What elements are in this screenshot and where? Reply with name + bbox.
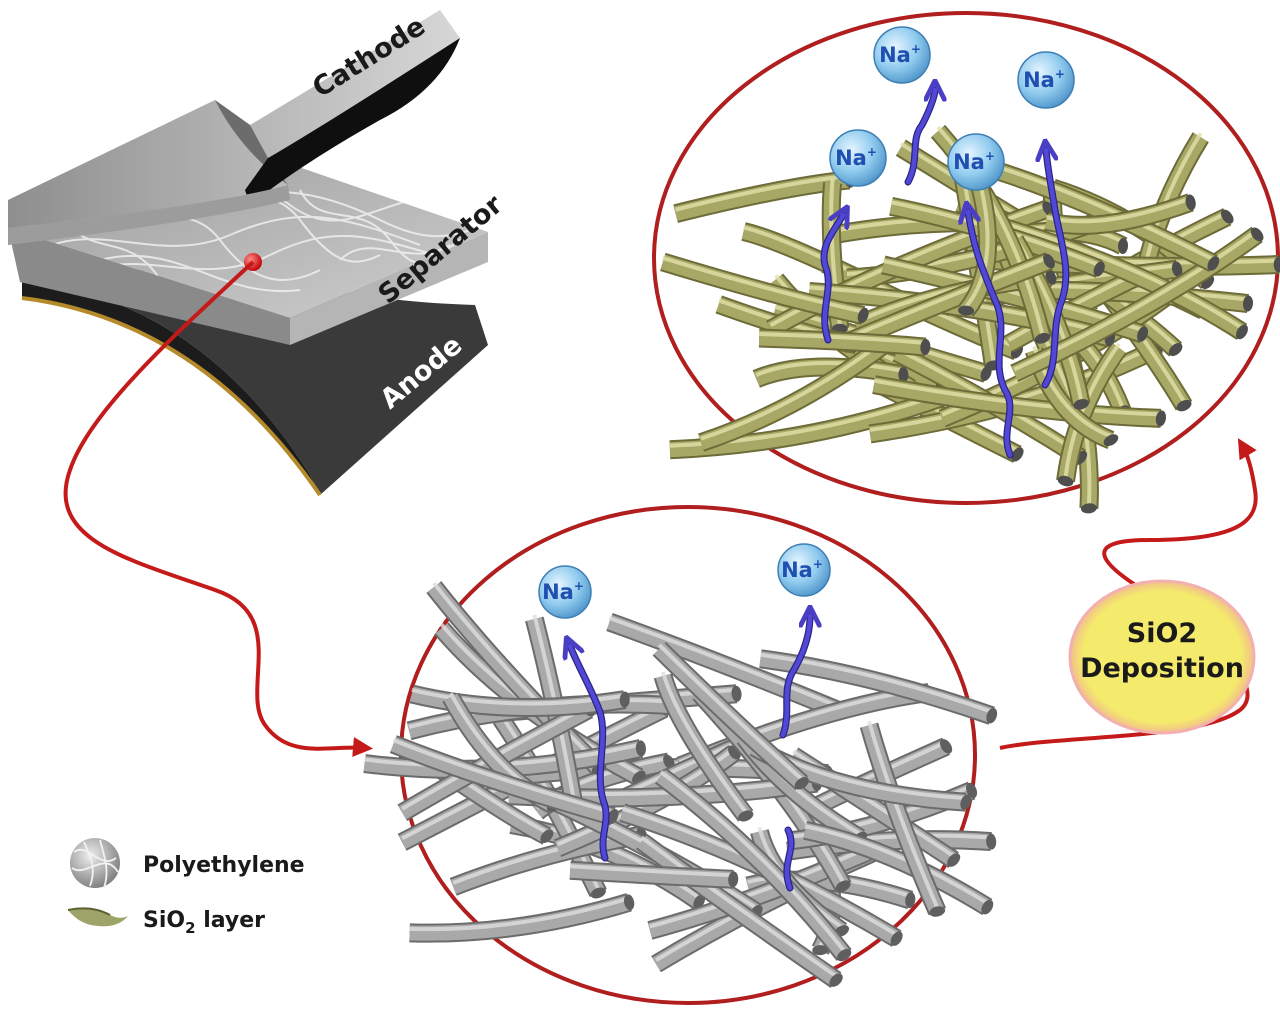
na-ion-label: Na+ bbox=[781, 557, 823, 582]
ion-path bbox=[1045, 150, 1069, 388]
fiber bbox=[872, 375, 1167, 428]
ion-path bbox=[968, 212, 1013, 458]
fiber bbox=[653, 671, 754, 822]
fiber bbox=[759, 649, 998, 725]
connector-to-pe-view bbox=[63, 260, 373, 757]
ion-path bbox=[780, 616, 810, 891]
pe-ions: Na+ Na+ bbox=[538, 543, 831, 619]
fiber bbox=[1056, 342, 1127, 487]
ion-path bbox=[821, 215, 843, 343]
na-ion: Na+ bbox=[538, 565, 592, 619]
cathode-front-edge bbox=[8, 185, 290, 245]
fiber bbox=[426, 581, 607, 776]
fiber bbox=[752, 357, 909, 388]
badge-line-2: Deposition bbox=[1080, 653, 1244, 684]
badge-line-1: SiO2 bbox=[1127, 618, 1197, 649]
sio2-layer-icon bbox=[67, 907, 128, 927]
anode-gold-edge bbox=[21, 296, 322, 497]
cathode-dark-edge bbox=[245, 38, 460, 205]
na-ion: Na+ bbox=[829, 129, 887, 187]
polyethylene-icon bbox=[70, 838, 120, 889]
fiber bbox=[389, 735, 619, 826]
na-ion-label: Na+ bbox=[835, 145, 877, 170]
na-ion: Na+ bbox=[947, 133, 1005, 191]
pe-ion-paths bbox=[570, 616, 810, 892]
coated-zoom-view: Na+ Na+ Na+ Na+ bbox=[652, 11, 1280, 514]
anode-layer bbox=[22, 260, 488, 495]
na-ion: Na+ bbox=[873, 26, 931, 84]
fiber bbox=[652, 642, 809, 791]
fiber bbox=[655, 768, 852, 962]
na-ion: Na+ bbox=[1017, 51, 1075, 109]
na-ion-label: Na+ bbox=[542, 579, 584, 604]
legend: Polyethylene SiO2 layer bbox=[67, 838, 305, 937]
legend-polyethylene-label: Polyethylene bbox=[143, 853, 305, 878]
separator-side bbox=[290, 232, 488, 345]
ion-path bbox=[570, 646, 609, 861]
fiber bbox=[758, 328, 931, 357]
battery-stack: Cathode Separator Anode bbox=[8, 10, 509, 497]
separator-front bbox=[8, 228, 290, 345]
fiber bbox=[635, 833, 843, 988]
pe-zoom-view: Na+ Na+ bbox=[363, 505, 998, 1005]
legend-sio2-label: SiO2 layer bbox=[143, 908, 265, 937]
na-ion-label: Na+ bbox=[879, 42, 921, 67]
fiber bbox=[958, 180, 998, 317]
coated-ions: Na+ Na+ Na+ Na+ bbox=[829, 26, 1075, 191]
sio2-deposition-badge: SiO2 Deposition bbox=[1068, 579, 1256, 735]
coated-fiber-bundle bbox=[660, 124, 1280, 514]
pe-fiber-bundle bbox=[363, 581, 998, 988]
fiber bbox=[660, 252, 869, 325]
na-ion-label: Na+ bbox=[1023, 67, 1065, 92]
na-ion: Na+ bbox=[777, 543, 831, 597]
fiber bbox=[803, 821, 994, 916]
fiber bbox=[859, 720, 946, 917]
ion-path bbox=[905, 90, 935, 185]
coated-ion-paths bbox=[820, 90, 1070, 459]
fiber bbox=[606, 613, 845, 720]
fiber bbox=[569, 860, 739, 889]
na-ion-label: Na+ bbox=[953, 149, 995, 174]
fiber bbox=[409, 893, 635, 943]
